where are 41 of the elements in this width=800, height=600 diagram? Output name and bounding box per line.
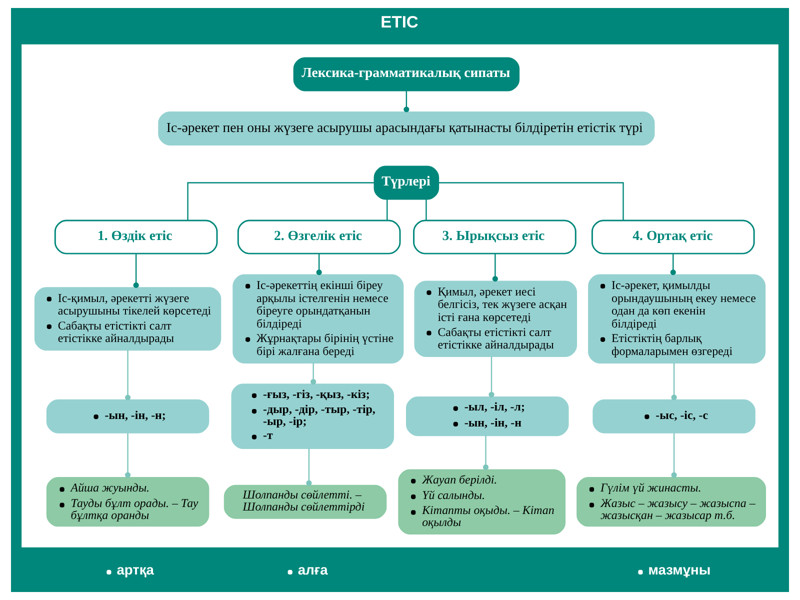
cluster (22, 44, 778, 548)
connector (124, 350, 131, 400)
connector (492, 254, 498, 282)
node-box: Шолпанды сөйлетті. – Шолпанды сөйлеттірді (224, 484, 387, 519)
node-box: -ыл, -іл, -л; -ын, -ін, -н (406, 396, 569, 436)
connector (133, 254, 139, 288)
node-box: Түрлері (374, 166, 440, 200)
connector (404, 90, 410, 112)
node-box: Жауап берілді. Үй салынды. Кітапты оқыды. – Кітап оқылды (398, 469, 566, 534)
connector (310, 363, 316, 385)
connector (426, 199, 427, 220)
node-box: Іс-әрекет, қимылды орындаушының екеу немесе одан да көп екенін білдіреді Етістіктің барлық формаларымен өзгереді (588, 274, 766, 364)
label: мазмұны (648, 562, 711, 578)
connector (488, 356, 494, 398)
node-box: Іс-қимыл, әрекетті жүзеге асырушыны тікелей көрсетеді Сабақты етістікті салт етістікке айналдырады (34, 287, 222, 351)
connector (316, 254, 322, 276)
connector (482, 436, 489, 470)
connector (306, 448, 312, 486)
label: артқа (116, 562, 154, 578)
node-box: Лексика-грамматикалық сипаты (293, 57, 520, 92)
node-box: 2. Өзгелік етіс (237, 220, 401, 254)
connector (671, 363, 677, 400)
diagram-title: ЕТІС (380, 12, 418, 32)
connector (124, 433, 131, 478)
node-box: Гүлім үй жинасты. Жазыс – жазысу – жазыспа – жазысқан – жазысар т.б. (576, 477, 766, 527)
node-box: 1. Өздік етіс (54, 220, 218, 254)
connector (386, 199, 388, 220)
node-box: -ын, -ін, -н; (46, 399, 210, 434)
node-box: Айша жуынды. Тауды бұлт орады. – Тау бұлтқа оранды (46, 477, 210, 527)
node-box: -ыс, -іс, -с (592, 399, 756, 434)
node-box: Іс-әрекеттің екінші біреу арқылы істелгенін немесе біреуге орындатқанын білдіреді Жұрнақтары бірінің үстіне бірі жалғана береді (232, 274, 404, 364)
connector (438, 182, 624, 220)
node-box: -ғыз, -гіз, -қыз, -кіз; -дыр, -дір, -тыр, -тір, -ыр, -ір; -т (231, 384, 394, 449)
node-box: Қимыл, әрекет иесі белгісіз, тек жүзеге асқан істі ғана көрсетеді Сабақты етістікті салт етістікке айналдырады (414, 280, 578, 358)
label: алға (298, 562, 328, 578)
connector (670, 254, 676, 276)
node-box: 3. Ырықсыз етіс (413, 220, 576, 254)
node-box: Іс-әрекет пен оны жүзеге асырушы арасындағы қатынасты білдіретін етістік түрі (158, 111, 655, 146)
connector (671, 433, 677, 478)
connector (187, 182, 374, 220)
node-box: 4. Ортақ етіс (591, 220, 755, 254)
